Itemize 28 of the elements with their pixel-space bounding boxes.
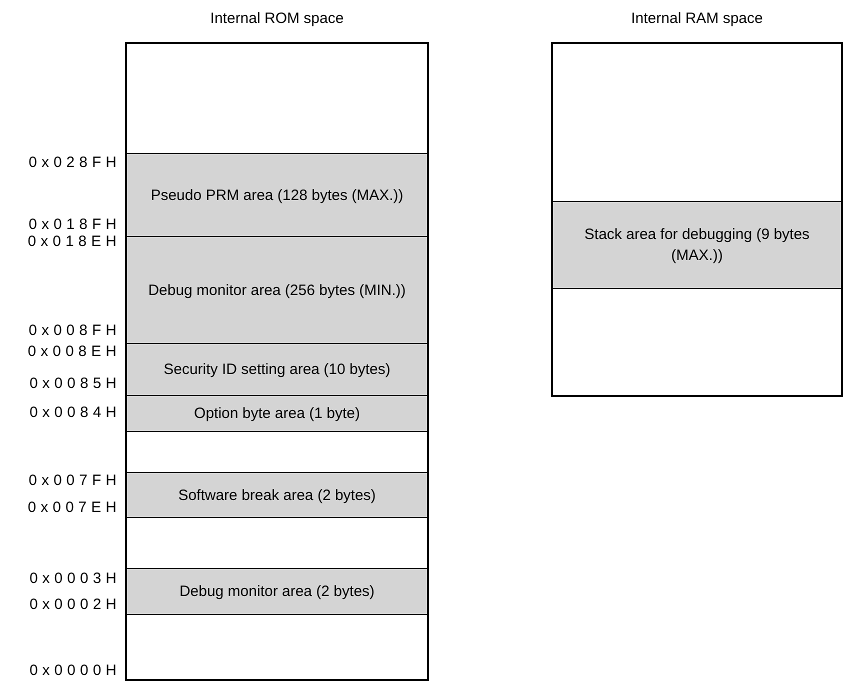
- memory-area: [126, 568, 428, 615]
- address-label: 0x0085H: [29, 376, 121, 391]
- address-label: 0x0003H: [29, 571, 121, 586]
- area-label: Debug monitor area (256 bytes (MIN.)): [148, 280, 406, 300]
- memory-area: [126, 153, 428, 237]
- memory-area: [126, 236, 428, 344]
- address-label: 0x0084H: [29, 405, 121, 420]
- area-label: Pseudo PRM area (128 bytes (MAX.)): [150, 186, 404, 206]
- address-label: 0x0002H: [29, 597, 121, 612]
- memory-area: [552, 201, 842, 289]
- address-label: 0x007EH: [28, 500, 121, 515]
- address-label: 0x0000H: [29, 663, 121, 678]
- address-label: 0x018FH: [28, 217, 121, 232]
- address-label: 0x028FH: [28, 155, 121, 170]
- address-label: 0x008FH: [28, 323, 121, 338]
- area-label: Option byte area (1 byte): [194, 404, 360, 424]
- memory-area: [126, 343, 428, 396]
- area-label: Debug monitor area (2 bytes): [179, 582, 375, 602]
- memory-area: [126, 395, 428, 432]
- area-label: Stack area for debugging (9 bytes (MAX.)): [583, 225, 811, 266]
- area-label: Software break area (2 bytes): [178, 486, 376, 506]
- address-label: 0x007FH: [28, 473, 121, 488]
- space-heading: Internal ROM space: [209, 9, 345, 29]
- area-label: Security ID setting area (10 bytes): [164, 360, 390, 380]
- address-label: 0x018EH: [28, 234, 121, 249]
- memory-area: [126, 472, 428, 518]
- address-label: 0x008EH: [28, 344, 121, 359]
- space-heading: Internal RAM space: [630, 9, 764, 29]
